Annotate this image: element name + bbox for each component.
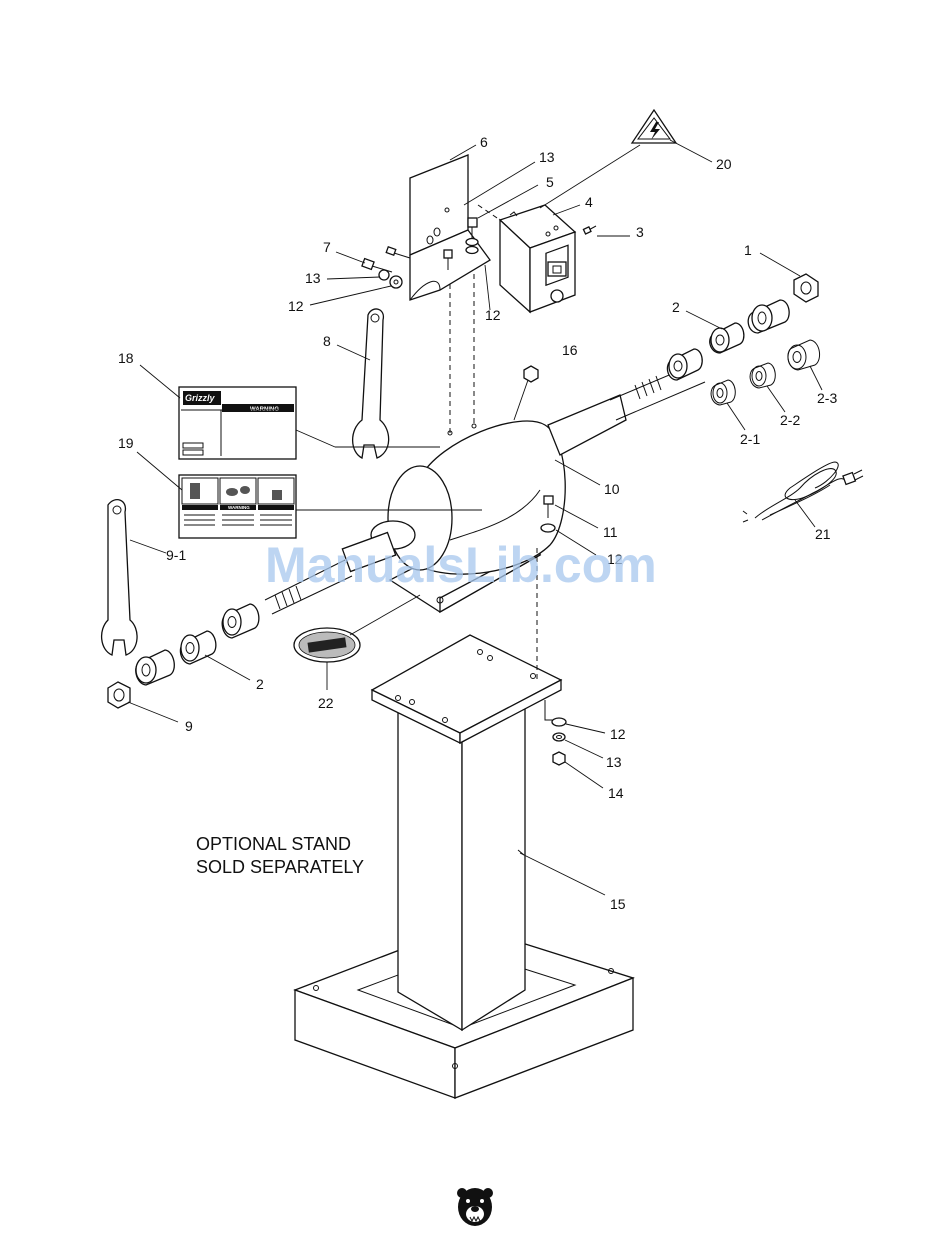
label-5: 5 — [546, 174, 554, 190]
part-21-power-cord — [743, 462, 863, 527]
decal-warning-mid: WARNING — [228, 505, 250, 510]
label-4: 4 — [585, 194, 593, 210]
label-8: 8 — [323, 333, 331, 349]
label-15: 15 — [610, 896, 626, 912]
label-2-right: 2 — [672, 299, 680, 315]
label-21: 21 — [815, 526, 831, 542]
part-18-decal: Grizzly WARNING — [140, 365, 440, 459]
stand-hardware — [545, 700, 605, 788]
label-2-2: 2-2 — [780, 412, 800, 428]
label-20: 20 — [716, 156, 732, 172]
label-12-stand: 12 — [610, 726, 626, 742]
label-6: 6 — [480, 134, 488, 150]
label-12-bracket: 12 — [485, 307, 501, 323]
right-spacers — [667, 253, 822, 430]
stand-note-line2: SOLD SEPARATELY — [196, 857, 364, 877]
stand-note-line1: OPTIONAL STAND — [196, 834, 351, 854]
bear-logo-icon — [457, 1188, 493, 1226]
watermark: ManualsLib.com — [265, 537, 657, 593]
switch-box — [500, 205, 630, 312]
label-2-left: 2 — [256, 676, 264, 692]
label-9-1: 9-1 — [166, 547, 186, 563]
part-20-warning-label — [540, 110, 712, 208]
label-7: 7 — [323, 239, 331, 255]
label-2-3: 2-3 — [817, 390, 837, 406]
part-8-wrench — [337, 309, 389, 458]
label-13-stand: 13 — [606, 754, 622, 770]
label-22: 22 — [318, 695, 334, 711]
label-16: 16 — [562, 342, 578, 358]
label-18: 18 — [118, 350, 134, 366]
label-2-1: 2-1 — [740, 431, 760, 447]
label-19: 19 — [118, 435, 134, 451]
label-13-top: 13 — [539, 149, 555, 165]
part-9-1-wrench — [102, 500, 166, 655]
label-9: 9 — [185, 718, 193, 734]
label-3: 3 — [636, 224, 644, 240]
label-1: 1 — [744, 242, 752, 258]
decal-brand: Grizzly — [185, 393, 216, 403]
switch-bracket — [310, 145, 490, 310]
label-13-left: 13 — [305, 270, 321, 286]
grinder-motor — [265, 265, 705, 680]
label-10: 10 — [604, 481, 620, 497]
label-14: 14 — [608, 785, 624, 801]
label-12-left: 12 — [288, 298, 304, 314]
part-16-nut — [524, 366, 538, 382]
